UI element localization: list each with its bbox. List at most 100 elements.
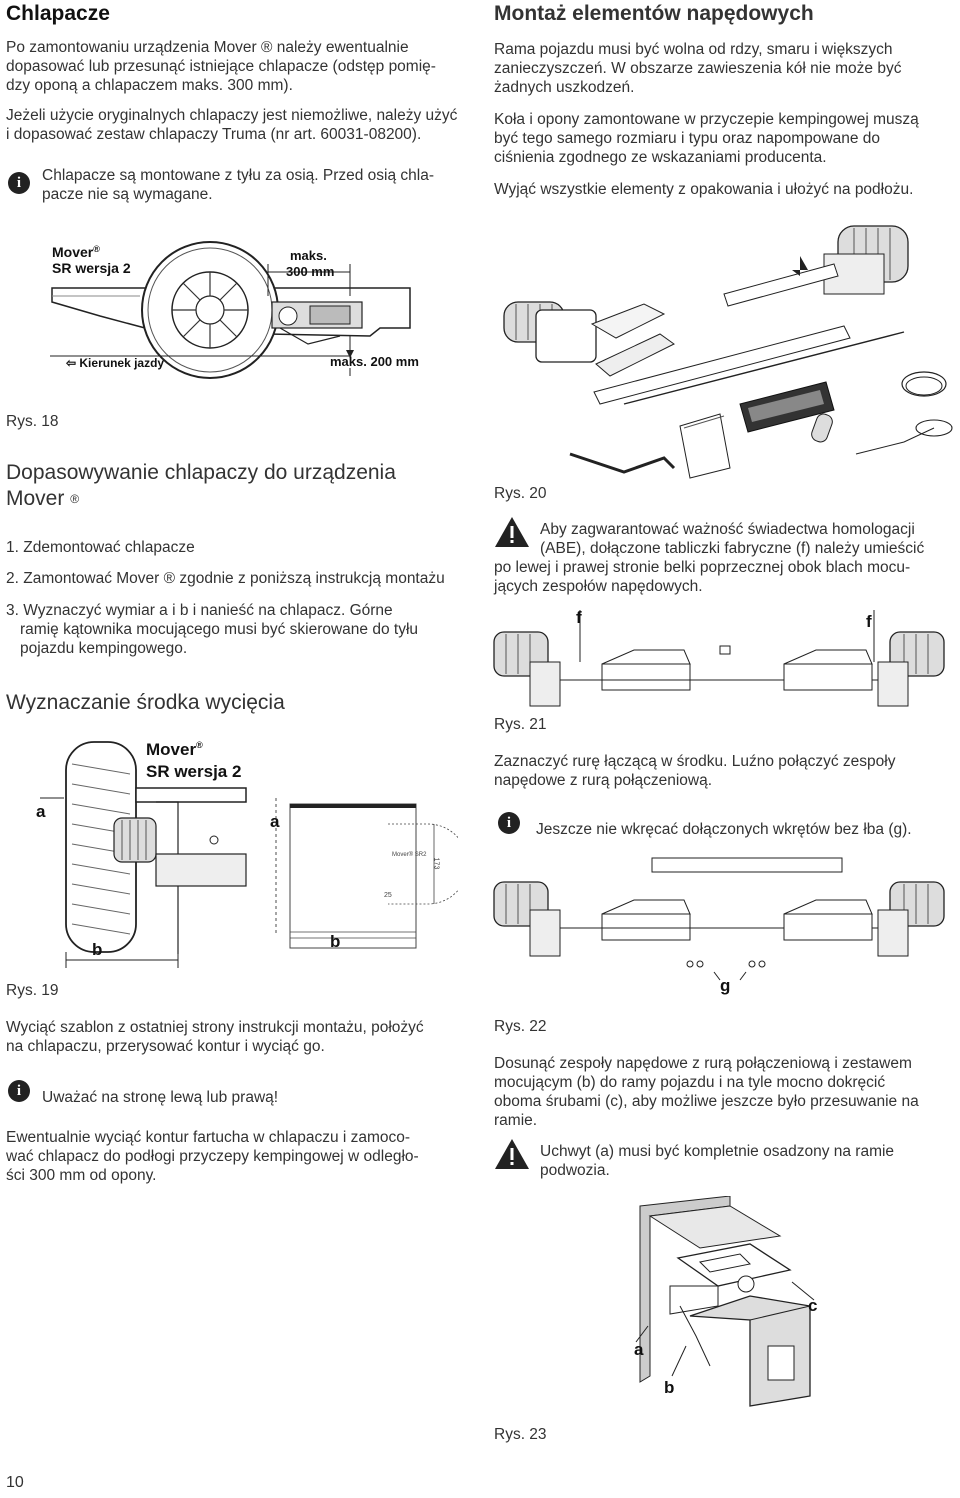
fig18-model-label: SR wersja 2 (52, 260, 131, 276)
text-line: ści 300 mm od opony. (6, 1167, 157, 1184)
fig18-maks-300: 300 mm (286, 264, 335, 279)
text-line: dzy oponą a chlapaczem maks. 300 mm). (6, 77, 293, 94)
text-line: Jeżeli użycie oryginalnych chlapaczy jes… (6, 107, 458, 124)
plate-label-f: f (576, 608, 582, 627)
plates-illustration (493, 610, 945, 707)
info-note-screws: Jeszcze nie wkręcać dołączonych wkrętów … (536, 821, 912, 838)
text-line: zanieczyszczeń. W obszarze zawieszenia k… (494, 60, 902, 77)
text-line: Aby zagwarantować ważność świadectwa hom… (540, 521, 915, 538)
figure-caption: Rys. 20 (494, 485, 547, 502)
title-line: Dopasowywanie chlapaczy do urządzenia (6, 461, 396, 484)
info-icon: i (8, 1080, 30, 1102)
fig19-brand-label: Mover® (146, 740, 203, 760)
figure-caption: Rys. 23 (494, 1426, 547, 1443)
text-line: po lewej i prawej stronie belki poprzecz… (494, 559, 911, 576)
text-line: Uchwyt (a) musi być kompletnie osadzony … (540, 1143, 895, 1160)
title-text: Mover (6, 487, 65, 510)
figure-caption: Rys. 21 (494, 716, 547, 733)
figure-19 (28, 734, 469, 974)
fig18-brand-label: Mover® (52, 244, 100, 260)
dimension-label-a: a (36, 802, 46, 821)
figure-23 (600, 1195, 860, 1416)
warning-icon (495, 1139, 529, 1169)
text-line: Koła i opony zamontowane w przyczepie ke… (494, 111, 919, 128)
info-note-mudflaps: Chlapacze są montowane z tyłu za osią. P… (42, 166, 434, 204)
text-line: Dosunąć zespoły napędowe z rurą połączen… (494, 1055, 912, 1072)
step-1: 1. Zdemontować chlapacze (6, 539, 195, 556)
info-icon: i (8, 172, 30, 194)
step-3-cont: pojazdu kempingowego. (20, 640, 188, 657)
text-line: Rama pojazdu musi być wolna od rdzy, sma… (494, 41, 893, 58)
intro-paragraph: Po zamontowaniu urządzenia Mover ® należ… (6, 38, 436, 95)
page-number: 10 (6, 1474, 24, 1491)
dimension-173: 173 (432, 857, 440, 870)
steps-list: 1. Zdemontować chlapacze 2. Zamontować M… (6, 538, 445, 658)
text-line: Po zamontowaniu urządzenia Mover ® należ… (6, 39, 409, 56)
step-3: 3. Wyznaczyć wymiar a i b i nanieść na c… (6, 602, 393, 619)
template-text: Mover® SR2 (392, 852, 427, 858)
section-title-cutout: Wyznaczanie środka wycięcia (6, 691, 285, 714)
fig19-model-label: SR wersja 2 (146, 762, 242, 781)
figure-22 (484, 852, 954, 984)
warning-note-abe: Aby zagwarantować ważność świadectwa hom… (494, 520, 954, 596)
text-line: pacze nie są wymagane. (42, 186, 213, 203)
figure-caption: Rys. 18 (6, 413, 59, 430)
paragraph-frame: Rama pojazdu musi być wolna od rdzy, sma… (494, 40, 901, 97)
section-title-adjust: Dopasowywanie chlapaczy do urządzenia Mo… (6, 460, 396, 512)
figure-18 (40, 236, 450, 381)
registered-mark: ® (196, 740, 203, 750)
callout-b: b (664, 1378, 675, 1397)
fig18-maks-200: maks. 200 mm (330, 354, 419, 369)
dimension-label-a: a (270, 812, 280, 831)
info-icon: i (498, 812, 520, 834)
text-line: być tego samego rozmiaru i typu oraz nap… (494, 130, 880, 147)
dimension-label-b: b (330, 932, 341, 951)
mover-side-view-illustration (50, 241, 411, 379)
callout-a: a (634, 1340, 644, 1359)
step-3-cont: ramię kątownika mocującego musi być skie… (20, 621, 419, 638)
warning-icon (495, 517, 529, 547)
paragraph-original-mudflaps: Jeżeli użycie oryginalnych chlapaczy jes… (6, 106, 457, 144)
paragraph-final: Ewentualnie wyciąć kontur fartucha w chl… (6, 1128, 419, 1185)
figure-21 (484, 610, 954, 710)
paragraph-wheels: Koła i opony zamontowane w przyczepie ke… (494, 110, 919, 167)
text-line: ramie. (494, 1112, 538, 1129)
registered-mark: ® (93, 244, 100, 254)
text-line: żadnych uszkodzeń. (494, 79, 635, 96)
title-line-2: Mover ® (6, 486, 396, 512)
figure-caption: Rys. 19 (6, 982, 59, 999)
fig18-maks-label: maks. (290, 248, 327, 263)
fig18-direction: ⇦ Kierunek jazdy (66, 356, 164, 370)
mover-cutout-illustration (40, 741, 469, 968)
text-line: wać chlapacz do podłogi przyczepy kempin… (6, 1148, 419, 1165)
paragraph-unpack: Wyjąć wszystkie elementy z opakowania i … (494, 181, 914, 198)
section-title-mounting: Montaż elementów napędowych (494, 2, 814, 25)
direction-text: Kierunek jazdy (79, 356, 165, 370)
section-title-chlapacze: Chlapacze (6, 2, 110, 25)
plate-label-f: f (866, 612, 872, 631)
text-line: i dopasować zestaw chlapaczy Truma (nr a… (6, 126, 422, 143)
arrow-left-icon: ⇦ (66, 356, 80, 370)
bracket-closeup-illustration (635, 1195, 815, 1407)
warning-note-bracket: Uchwyt (a) musi być kompletnie osadzony … (540, 1142, 894, 1180)
text-line: ciśnienia zgodnego ze wskazaniami produc… (494, 149, 827, 166)
assembled-illustration (493, 857, 945, 981)
brand-text: Mover (146, 740, 197, 759)
text-line: podwozia. (540, 1162, 610, 1179)
text-line: jących zespołów napędowych. (494, 578, 703, 595)
text-line: Wyciąć szablon z ostatniej strony instru… (6, 1019, 424, 1036)
text-line: Chlapacze są montowane z tyłu za osią. P… (42, 167, 435, 184)
components-illustration (503, 225, 953, 479)
registered-mark: ® (70, 492, 80, 506)
text-line: napędowe z rurą połączeniową. (494, 772, 712, 789)
figure-caption: Rys. 22 (494, 1018, 547, 1035)
brand-text: Mover (52, 244, 94, 260)
text-line: oboma śrubami (c), aby możliwe jeszcze b… (494, 1093, 919, 1110)
text-line: mocującym (b) do ramy pojazdu i na tyle … (494, 1074, 886, 1091)
text-line: Ewentualnie wyciąć kontur fartucha w chl… (6, 1129, 411, 1146)
text-line: Zaznaczyć rurę łączącą w środku. Luźno p… (494, 753, 896, 770)
dimension-25: 25 (384, 892, 392, 899)
text-line: na chlapaczu, przerysować kontur i wycią… (6, 1038, 325, 1055)
paragraph-template: Wyciąć szablon z ostatniej strony instru… (6, 1018, 424, 1056)
step-2: 2. Zamontować Mover ® zgodnie z poniższą… (6, 570, 445, 587)
